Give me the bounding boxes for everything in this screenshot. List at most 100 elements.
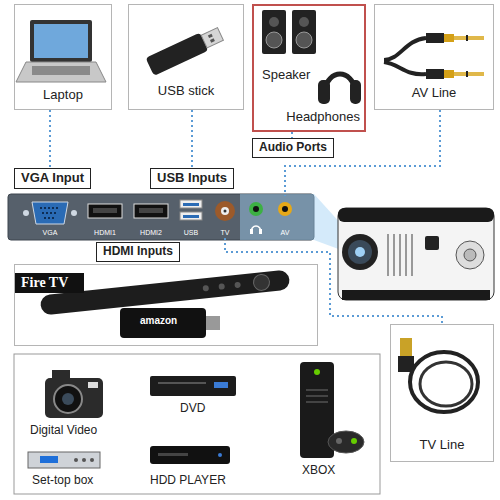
port: HDMI1 [84, 196, 126, 238]
usb-port [180, 200, 202, 208]
headphones-icon [318, 80, 330, 104]
port-tag: USB Inputs [150, 168, 234, 189]
usb-stick-icon [201, 28, 223, 48]
usb-stick-icon [210, 38, 215, 42]
usb-port [183, 203, 199, 206]
tv-port [224, 210, 227, 213]
speaker-icon [292, 10, 316, 54]
vga-port [23, 202, 77, 224]
device-label: Laptop [43, 88, 83, 103]
av-cable-icon [444, 34, 454, 42]
device-box: Fire TV [14, 264, 318, 346]
device-label: USB stick [158, 84, 214, 99]
device-label: TV Line [420, 438, 465, 453]
xbox-icon [300, 362, 364, 458]
laptop-icon [30, 20, 92, 62]
tv-cable-icon [398, 338, 478, 412]
headphone-port [249, 202, 263, 234]
headphones-icon [350, 80, 361, 104]
av-port [278, 202, 292, 216]
usb-stick-icon [146, 32, 209, 75]
port-label: TV [221, 229, 230, 237]
usb-stick-icon [208, 34, 213, 38]
device-group-frame [14, 354, 380, 494]
laptop-icon [16, 62, 106, 82]
tv-cable-icon [398, 356, 414, 372]
camera-icon [45, 370, 103, 418]
port-label: VGA [43, 229, 58, 237]
hdmi-port [93, 208, 117, 213]
speaker-icon [262, 10, 316, 54]
port: TV [210, 196, 240, 238]
set-top-box-icon [28, 452, 100, 468]
av-port [278, 202, 292, 216]
device-box: USB stick [128, 4, 244, 110]
set-top-box-icon [90, 458, 94, 462]
brand-label: Fire TV [15, 273, 84, 293]
port-label: USB [184, 229, 198, 237]
av-cable-icon [466, 35, 468, 41]
laptop-icon [16, 20, 106, 82]
set-top-box-icon [28, 452, 100, 468]
device-box: AV Line [374, 4, 494, 110]
connector-line [225, 238, 442, 324]
usb-stick-icon [146, 25, 225, 76]
hdd-player-icon [150, 446, 230, 464]
fire-tv-stick [120, 308, 220, 338]
av-cable-icon [426, 33, 444, 43]
av-cable-icon [384, 62, 426, 74]
tv-port [215, 201, 235, 221]
connector-line [191, 110, 193, 168]
projector-icon [348, 240, 372, 264]
port: USB [176, 196, 206, 238]
port: AV [270, 196, 300, 238]
port: VGA [22, 196, 78, 238]
tv-port [215, 201, 235, 221]
fire-tv-remote [234, 282, 241, 289]
laptop-icon [32, 66, 90, 75]
fire-tv-remote [253, 274, 271, 292]
xbox-icon [351, 438, 357, 444]
device-label: Speaker [262, 68, 310, 83]
device-label: HDD PLAYER [150, 474, 226, 488]
light-beam [240, 194, 352, 254]
av-cable-icon [384, 33, 484, 79]
hdmi-port [88, 204, 122, 218]
device-label: Set-top box [32, 474, 93, 488]
camera-icon [88, 382, 98, 388]
hdmi-port [134, 204, 168, 218]
tv-cable-icon [420, 362, 472, 406]
device-box: Laptop [14, 4, 112, 110]
headphone-port [253, 206, 259, 212]
av-cable-icon [384, 38, 426, 60]
tv-cable-icon [410, 352, 478, 412]
headphone-port [249, 202, 263, 216]
hdd-player-icon [158, 453, 188, 456]
port-label: HDMI2 [140, 229, 162, 237]
av-cable-icon [466, 71, 468, 77]
light-beam [240, 194, 352, 254]
port-tag-label: USB Inputs [157, 171, 227, 186]
port-label: HDMI1 [94, 229, 116, 237]
projector-icon [338, 208, 494, 222]
hdmi-port [88, 204, 168, 218]
projector-icon [456, 241, 484, 269]
speaker-icon [299, 17, 309, 27]
av-port [282, 206, 288, 212]
xbox-icon [314, 369, 320, 375]
projector-icon [464, 249, 476, 261]
headphones-icon [318, 74, 361, 104]
hdmi-port [139, 208, 163, 213]
vga-port [23, 210, 29, 216]
camera-icon [45, 378, 103, 418]
fire-tv-remote [218, 283, 225, 290]
device-label: XBOX [302, 464, 335, 478]
fire-tv-stick [120, 308, 206, 338]
projector-icon [338, 208, 494, 300]
port-tag: Audio Ports [252, 138, 334, 158]
projector-icon [355, 247, 365, 257]
dvd-player-icon [158, 382, 206, 384]
headphone-port [259, 229, 262, 234]
camera-icon [54, 385, 82, 413]
